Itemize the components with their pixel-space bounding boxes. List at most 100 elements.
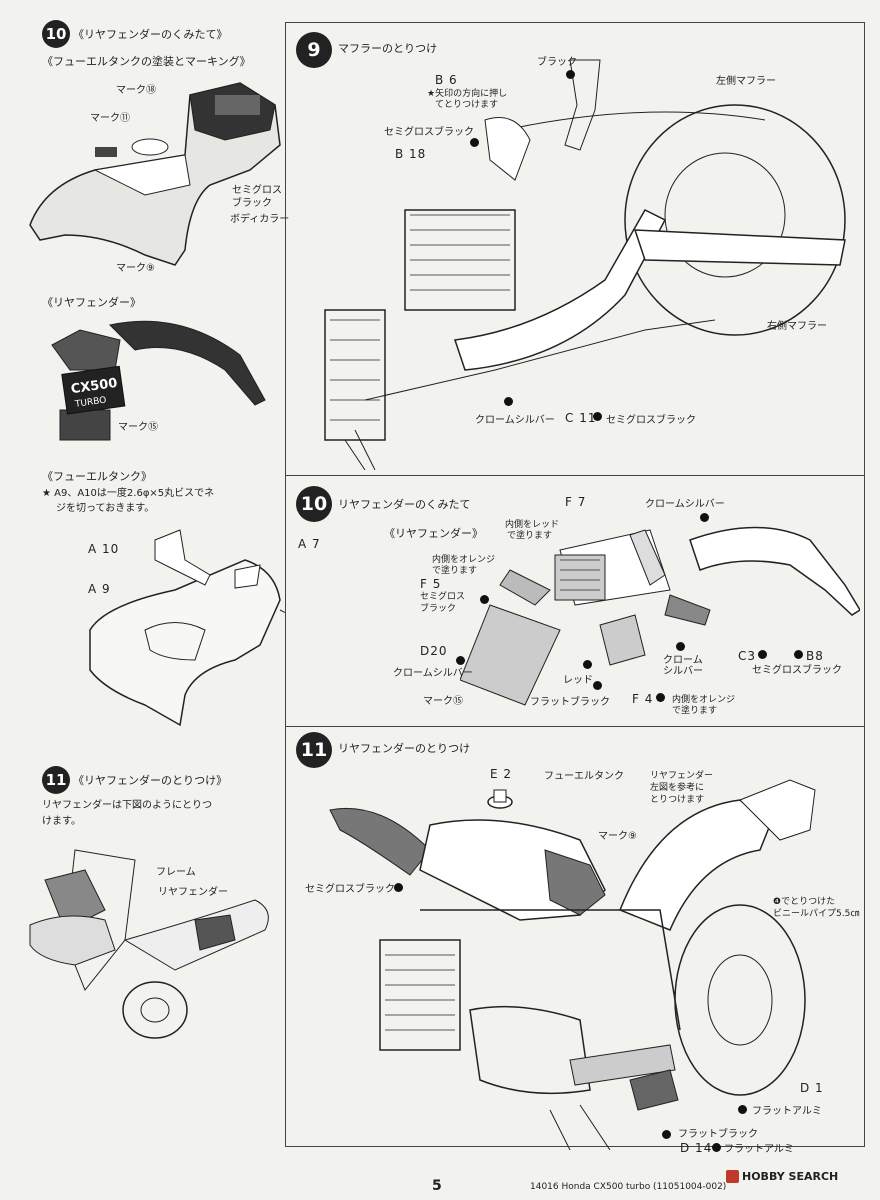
label-body-color: ボディカラー <box>230 214 290 225</box>
rear-fender-heading: 《リヤフェンダー》 <box>42 296 141 309</box>
step-9-badge: 9 <box>296 32 332 68</box>
part-b6: B 6 <box>435 73 458 87</box>
label-fuel-tank: フューエルタンク <box>544 771 624 782</box>
part-b8: B8 <box>806 649 824 663</box>
step-11-right-title: リヤフェンダーのとりつけ <box>338 742 471 755</box>
paint-dot-red <box>583 660 592 669</box>
left-column: 10 《リヤフェンダーのくみたて》 《フューエルタンクの塗装とマーキング》 マー… <box>0 0 320 1150</box>
rear-fender-note-line1: リヤフェンダー <box>650 771 714 781</box>
label-chrome-silver-top: クロームシルバー <box>645 499 725 510</box>
inside-orange-line1: 内側をオレンジ <box>432 555 496 565</box>
label-mark9: マーク⑨ <box>116 263 155 274</box>
label-flat-black-step11: フラットブラック <box>678 1129 758 1140</box>
part-d1: D 1 <box>800 1081 824 1095</box>
step-11-right-badge: 11 <box>296 732 332 768</box>
motorcycle-fender-drawing <box>329 779 816 1150</box>
paint-dot-semigloss-f5 <box>480 595 489 604</box>
paint-dot-flat-aluminum-1 <box>738 1105 747 1114</box>
step-11-title: 《リヤフェンダーのとりつけ》 <box>73 774 228 787</box>
fuel-tank-note-line1: ★ A9、A10は一度2.6φ×5丸ビスでネ <box>42 488 215 499</box>
label-mark11: マーク⑪ <box>90 113 130 124</box>
label-chrome-line2: シルバー <box>663 666 703 677</box>
part-a7: A 7 <box>298 537 321 551</box>
label-black: ブラック <box>537 57 577 68</box>
part-a9: A 9 <box>88 582 111 596</box>
label-mark15-right: マーク⑮ <box>423 696 463 707</box>
b6-note-line1: ★矢印の方向に押し <box>427 89 508 99</box>
part-a10: A 10 <box>88 542 120 556</box>
label-rear-fender: リヤフェンダー <box>158 887 228 898</box>
paint-dot-black <box>566 70 575 79</box>
part-f5: F 5 <box>420 577 442 591</box>
label-mark18: マーク⑱ <box>116 85 156 96</box>
step-number: 10 <box>300 493 328 515</box>
paint-dot-f4 <box>656 693 665 702</box>
part-c11: C 11 <box>565 411 597 425</box>
hobby-search-logo-icon <box>726 1170 739 1183</box>
rear-fender-exploded-drawing <box>460 526 860 706</box>
b6-note-line2: てとりつけます <box>435 100 499 110</box>
divider-step10-step11 <box>285 726 865 727</box>
vinyl-pipe-line1: ❹でとりつけた <box>773 897 836 907</box>
inside-red-line2: で塗ります <box>507 531 553 541</box>
label-semigloss-black-step11: セミグロスブラック <box>305 884 395 895</box>
fuel-tank-underside-drawing <box>89 529 285 727</box>
semigloss-line1: セミグロス <box>420 592 466 602</box>
label-flat-black: フラットブラック <box>530 697 610 708</box>
decal-cx500-text: CX500 <box>70 376 118 397</box>
step-9-title: マフラーのとりつけ <box>338 42 438 55</box>
label-semigloss: セミグロス ブラック <box>232 185 282 209</box>
part-d14: D 14 <box>680 1141 713 1155</box>
inside-orange-line2: で塗ります <box>432 566 478 576</box>
step-number: 11 <box>45 771 67 789</box>
label-mark9-right: マーク⑨ <box>598 831 637 842</box>
part-c3: C3 <box>738 649 757 663</box>
paint-dot-c3 <box>758 650 767 659</box>
label-frame: フレーム <box>156 867 196 878</box>
paint-dot-chrome-top <box>700 513 709 522</box>
rear-fender-drawing: CX500 TURBO <box>51 320 266 441</box>
fuel-tank-paint-heading: 《フューエルタンクの塗装とマーキング》 <box>42 55 251 68</box>
paint-dot-c11 <box>593 412 602 421</box>
fuel-tank-drawing <box>29 82 281 266</box>
label-mark15: マーク⑮ <box>118 422 158 433</box>
step-11-note-line1: リヤフェンダーは下図のようにとりつ <box>42 800 213 811</box>
part-e2: E 2 <box>490 767 513 781</box>
decal-turbo-text: TURBO <box>73 396 107 410</box>
f4-note-line1: 内側をオレンジ <box>672 695 736 705</box>
hand-assembly-drawing <box>29 849 269 1039</box>
paint-dot-flat-aluminum-2 <box>712 1143 721 1152</box>
label-flat-aluminum-1: フラットアルミ <box>752 1106 822 1117</box>
model-footer: 14016 Honda CX500 turbo (11051004-002) <box>530 1182 727 1192</box>
page-number: 5 <box>432 1178 442 1194</box>
step-11-badge: 11 <box>42 766 70 794</box>
part-f4: F 4 <box>632 692 654 706</box>
step-10-right-title: リヤフェンダーのくみたて <box>338 498 471 511</box>
f4-note-line2: で塗ります <box>672 706 718 716</box>
label-chrome-line1: クローム <box>663 655 703 666</box>
step-number: 10 <box>45 25 67 43</box>
rear-fender-note-line3: とりつけます <box>650 795 705 805</box>
part-f7: F 7 <box>565 495 587 509</box>
label-semigloss-black-step9: セミグロスブラック <box>384 127 474 138</box>
label-c11-color: セミグロスブラック <box>606 415 696 426</box>
paint-dot-semigloss-step11 <box>394 883 403 892</box>
label-left-muffler: 左側マフラー <box>716 76 776 87</box>
part-d20: D20 <box>420 644 448 658</box>
label-semigloss-black-c3: セミグロスブラック <box>752 665 842 676</box>
step-number: 11 <box>300 739 328 761</box>
step-10-right-badge: 10 <box>296 486 332 522</box>
label-right-muffler: 右側マフラー <box>767 321 827 332</box>
label-chrome-silver-step9: クロームシルバー <box>475 415 555 426</box>
fuel-tank-heading: 《フューエルタンク》 <box>42 470 152 483</box>
paint-dot-semigloss <box>470 138 479 147</box>
inside-red-line1: 内側をレッド <box>505 520 560 530</box>
right-steps-frame <box>285 22 865 1147</box>
paint-dot-chrome <box>504 397 513 406</box>
part-b18: B 18 <box>395 147 427 161</box>
watermark-text: HOBBY SEARCH <box>742 1170 839 1183</box>
step-10-badge: 10 <box>42 20 70 48</box>
label-flat-aluminum-2: フラットアルミ <box>724 1144 794 1155</box>
paint-dot-flat-black <box>593 681 602 690</box>
